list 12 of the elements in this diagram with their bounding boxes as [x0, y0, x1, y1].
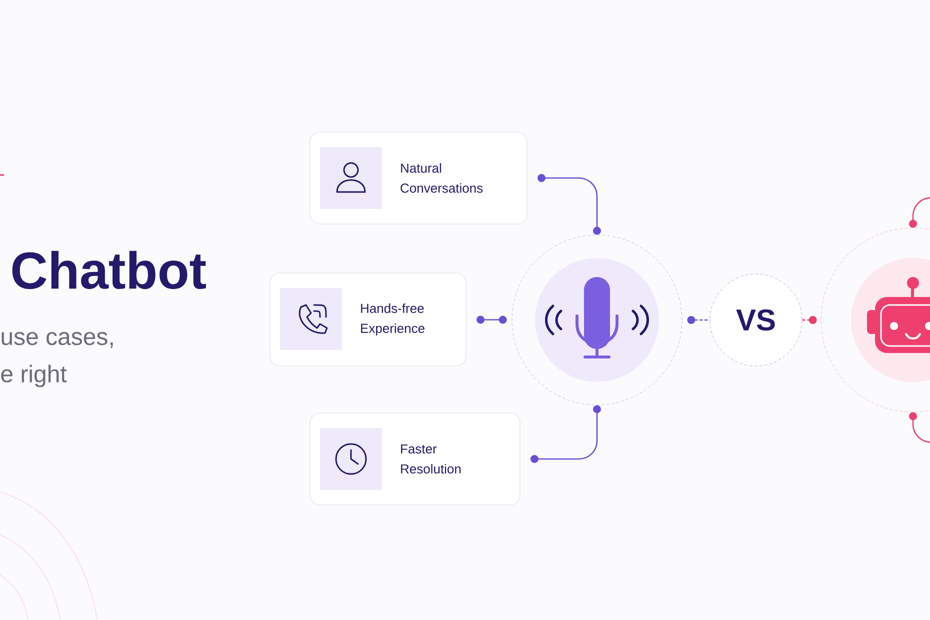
connector	[909, 412, 930, 443]
dashed-ring	[820, 228, 930, 412]
dashed-ring	[512, 234, 682, 406]
connector	[802, 316, 817, 324]
connector	[476, 316, 507, 324]
connector	[909, 197, 930, 228]
subtitle-text: use cases,	[2, 332, 113, 348]
connector	[530, 405, 601, 463]
heading: Chatbot	[12, 250, 206, 290]
connector	[538, 174, 601, 235]
subtitle-text: e right	[1, 364, 67, 388]
connector	[687, 316, 710, 324]
